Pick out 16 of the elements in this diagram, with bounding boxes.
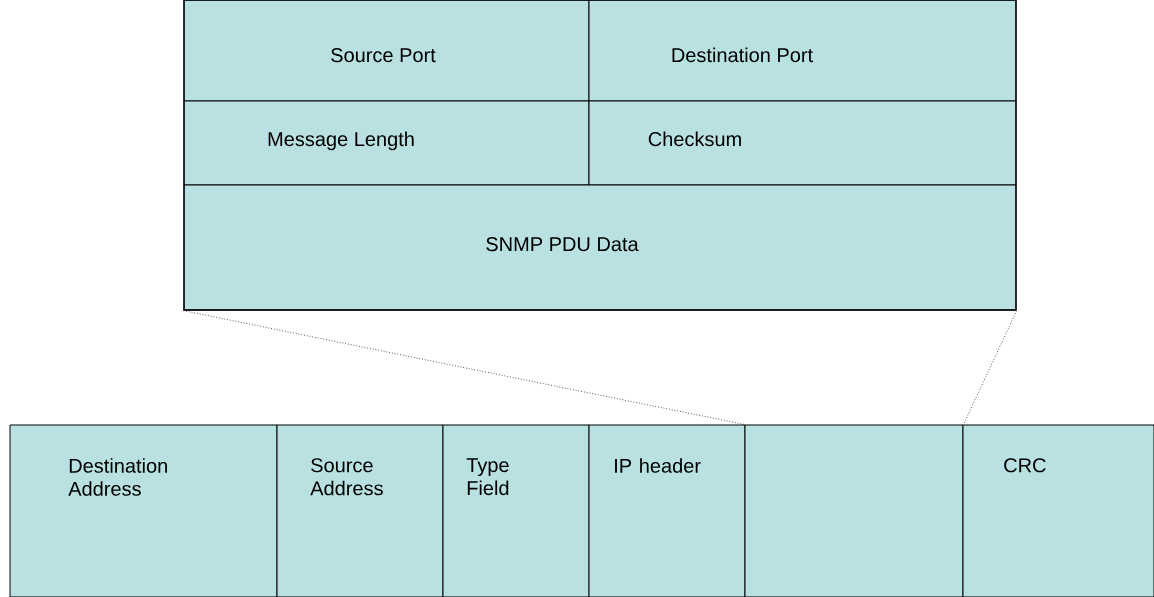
field-cell: Destination Port — [588, 0, 1017, 102]
field-cell: Message Length — [183, 100, 590, 186]
field-cell: Destination Address — [9, 424, 278, 597]
node-label: Type Field — [466, 458, 509, 496]
field-cell: IP header — [588, 424, 746, 597]
field-cell: Source Address — [276, 424, 444, 597]
field-cell: Checksum — [588, 100, 1017, 186]
frame-box — [183, 0, 1017, 311]
zoom-line — [963, 310, 1018, 425]
node-label: Destination Address — [68, 458, 167, 496]
zoom-line — [182, 310, 745, 425]
field-cell: Type Field — [442, 424, 590, 597]
field-cell: Source Port — [183, 0, 590, 102]
node-label: IP header — [615, 458, 701, 473]
field-cell: CRC — [962, 424, 1154, 597]
node-label: Source Address — [310, 458, 383, 496]
